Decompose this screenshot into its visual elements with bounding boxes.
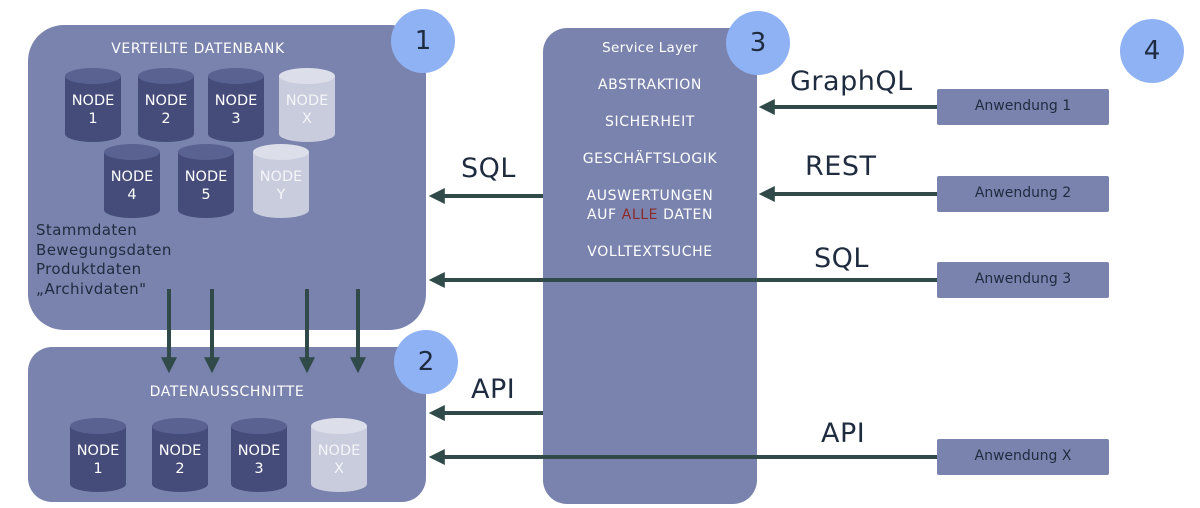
db-node-x-label: NODE X <box>285 93 329 127</box>
label-api-appx: API <box>821 418 866 449</box>
label-graphql: GraphQL <box>790 66 913 97</box>
badge-3: 3 <box>726 11 790 75</box>
service-item-sicherheit: SICHERHEIT <box>605 114 695 130</box>
slice-node-1-label: NODE 1 <box>76 443 120 477</box>
distributed-database-panel: VERTEILTE DATENBANK NODE 1 NODE 2 NODE 3… <box>28 25 426 330</box>
slice-node-3-label: NODE 3 <box>237 443 281 477</box>
db-node-5-label: NODE 5 <box>184 169 228 203</box>
db-node-5: NODE 5 <box>178 144 234 218</box>
service-text-part: AUF <box>586 207 622 223</box>
badge-4: 4 <box>1120 19 1184 83</box>
slice-node-2: NODE 2 <box>152 418 208 492</box>
data-type-item: Stammdaten <box>36 221 138 239</box>
db-node-3: NODE 3 <box>208 68 264 142</box>
slice-node-1: NODE 1 <box>70 418 126 492</box>
badge-1: 1 <box>391 9 455 73</box>
db-node-3-label: NODE 3 <box>214 93 258 127</box>
data-type-item: Produktdaten <box>36 260 142 278</box>
application-x-box[interactable]: Anwendung X <box>937 439 1109 475</box>
slice-node-3: NODE 3 <box>231 418 287 492</box>
db-node-4-label: NODE 4 <box>110 169 154 203</box>
service-text-part: DATEN <box>658 207 714 223</box>
badge-2: 2 <box>394 330 458 394</box>
db-node-x: NODE X <box>279 68 335 142</box>
slice-node-x: NODE X <box>311 418 367 492</box>
db-node-4: NODE 4 <box>104 144 160 218</box>
label-sql-service: SQL <box>461 153 516 184</box>
label-sql-app3: SQL <box>814 243 869 274</box>
label-rest: REST <box>805 151 877 182</box>
db-node-y: NODE Y <box>253 144 309 218</box>
application-1-box[interactable]: Anwendung 1 <box>937 89 1109 125</box>
service-item-geschaeftslogik: GESCHÄFTSLOGIK <box>582 151 718 167</box>
data-slices-title: DATENAUSSCHNITTE <box>149 384 305 400</box>
service-layer-title: Service Layer <box>602 40 698 56</box>
data-type-item: Bewegungsdaten <box>36 240 172 259</box>
db-node-1-label: NODE 1 <box>71 93 115 127</box>
service-item-volltextsuche: VOLLTEXTSUCHE <box>587 244 713 260</box>
slice-node-x-label: NODE X <box>317 443 361 477</box>
application-3-box[interactable]: Anwendung 3 <box>937 262 1109 298</box>
application-2-box[interactable]: Anwendung 2 <box>937 176 1109 212</box>
label-api-service: API <box>471 374 516 405</box>
db-node-y-label: NODE Y <box>259 169 303 203</box>
db-node-2: NODE 2 <box>138 68 194 142</box>
data-type-list: Stammdaten Bewegungsdaten Produktdaten „… <box>36 221 172 299</box>
data-type-item: „Archivdaten" <box>36 279 147 298</box>
service-item-auswertungen-line2: AUF ALLE DATEN <box>543 206 757 225</box>
slice-node-2-label: NODE 2 <box>158 443 202 477</box>
service-item-auswertungen: AUSWERTUNGEN <box>586 188 714 204</box>
service-item-abstraktion: ABSTRAKTION <box>598 77 702 93</box>
service-layer-panel: Service Layer ABSTRAKTION SICHERHEIT GES… <box>543 28 757 504</box>
distributed-database-title: VERTEILTE DATENBANK <box>111 41 285 57</box>
db-node-2-label: NODE 2 <box>144 93 188 127</box>
highlight-alle: ALLE <box>621 207 659 223</box>
db-node-1: NODE 1 <box>65 68 121 142</box>
